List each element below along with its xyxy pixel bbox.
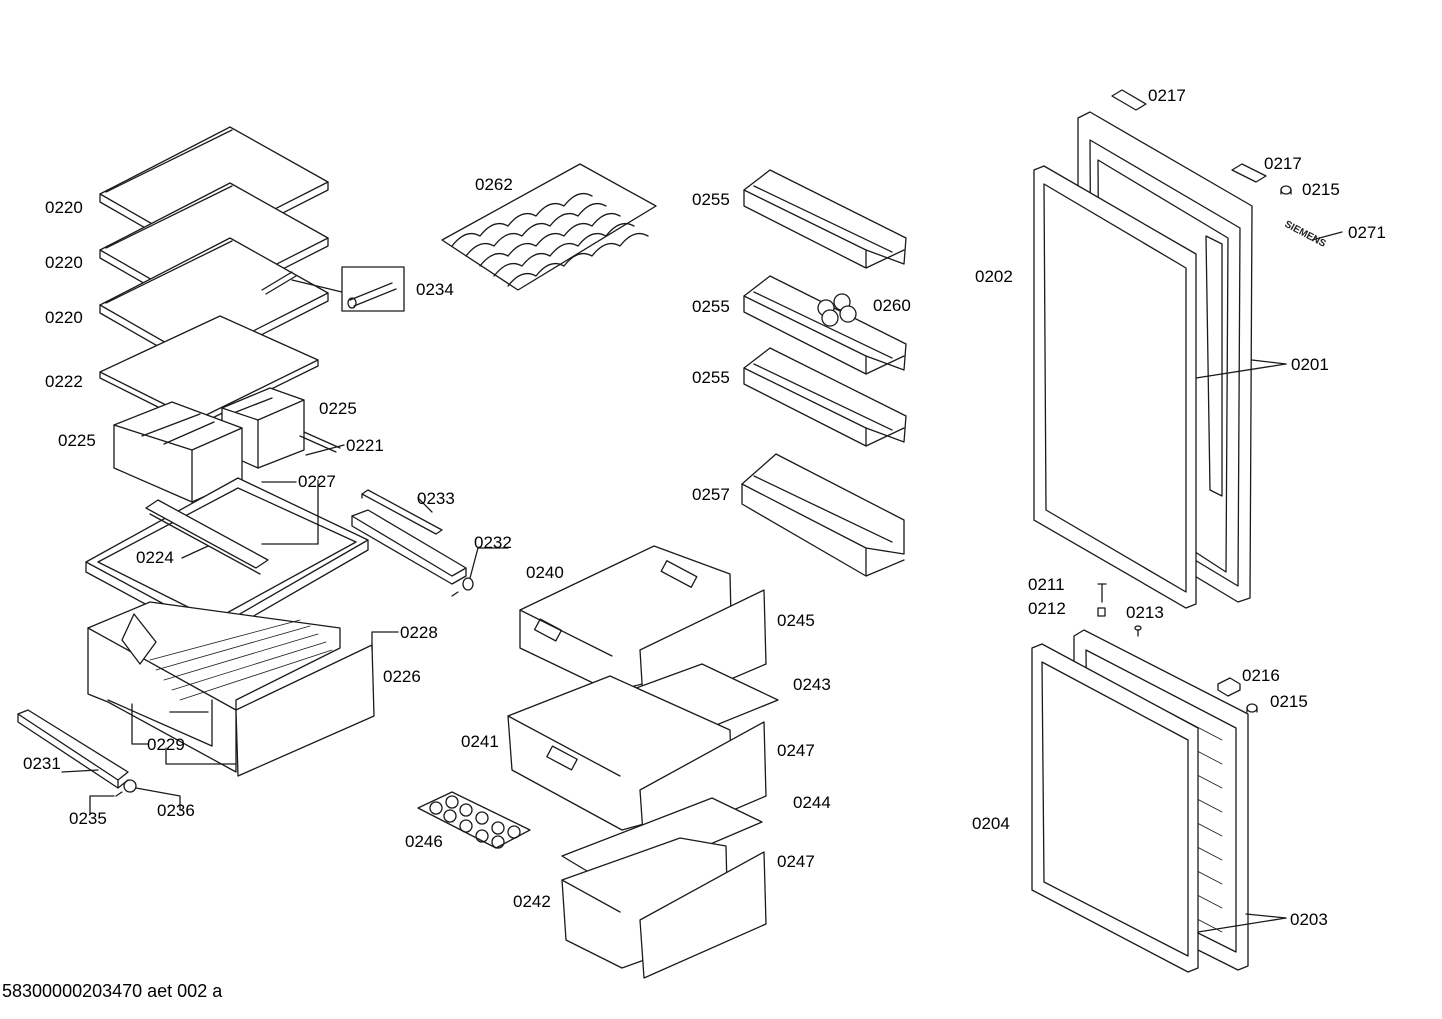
wine-rack-0262 [441, 163, 657, 291]
door-shelf-0255-c [743, 347, 907, 447]
callout-0247-lower: 0247 [777, 852, 815, 871]
callout-0227: 0227 [298, 472, 336, 491]
callout-0220-third: 0220 [45, 308, 83, 327]
callout-0262: 0262 [475, 175, 513, 194]
callout-0255-top: 0255 [692, 190, 730, 209]
callout-0235: 0235 [69, 809, 107, 828]
callout-0243: 0243 [793, 675, 831, 694]
gasket-0202 [1033, 165, 1197, 609]
callout-0260: 0260 [873, 296, 911, 315]
callout-0225-left: 0225 [58, 431, 96, 450]
callout-0247-upper: 0247 [777, 741, 815, 760]
callout-0232: 0232 [474, 533, 512, 552]
callout-0217-second: 0217 [1264, 154, 1302, 173]
door-shelf-0257 [741, 453, 905, 577]
rail-0221 [299, 431, 341, 453]
bushing-0212 [1097, 607, 1106, 617]
hinge-pin-0211 [1097, 583, 1107, 603]
shelf-edge-profile-0234 [261, 266, 405, 312]
document-reference-number: 58300000203470 aet 002 a [2, 981, 223, 1001]
siemens-logo-0271: SIEMENS [1283, 219, 1328, 250]
ice-tray-0246 [417, 791, 531, 849]
callout-0216: 0216 [1242, 666, 1280, 685]
callout-0203: 0203 [1290, 910, 1328, 929]
egg-tray-0260 [817, 293, 857, 327]
gasket-0204 [1031, 643, 1199, 973]
callout-0215-lower: 0215 [1270, 692, 1308, 711]
callout-0211: 0211 [1028, 575, 1065, 594]
screw-0213 [1134, 625, 1142, 637]
callout-0231: 0231 [23, 754, 61, 773]
callout-0255-middle: 0255 [692, 297, 730, 316]
rail-0231 [17, 709, 137, 797]
hinge-cap-0215-top [1280, 185, 1292, 195]
crisper-0226 [87, 601, 375, 777]
callout-0215-top: 0215 [1302, 180, 1340, 199]
callout-0202: 0202 [975, 267, 1013, 286]
callout-0220-top: 0220 [45, 198, 83, 217]
callout-0228: 0228 [400, 623, 438, 642]
handle-caps-0217 [1111, 89, 1267, 183]
brand-mark: SIEMENS [1283, 219, 1328, 250]
callout-0241: 0241 [461, 732, 499, 751]
callout-0213: 0213 [1126, 603, 1164, 622]
callout-0236: 0236 [157, 801, 195, 820]
callout-0225-right: 0225 [319, 399, 357, 418]
callout-0257: 0257 [692, 485, 730, 504]
callout-0234: 0234 [416, 280, 454, 299]
hinge-cap-0215-lower [1246, 703, 1258, 713]
rail-0224 [145, 499, 269, 575]
hinge-cover-0216 [1217, 677, 1241, 697]
callout-0255-bottom: 0255 [692, 368, 730, 387]
cover-0233 [361, 489, 443, 535]
bin-0225-left [113, 401, 243, 503]
callout-0240: 0240 [526, 563, 564, 582]
guide-0232 [351, 509, 474, 597]
callout-0244: 0244 [793, 793, 831, 812]
callout-0204: 0204 [972, 814, 1010, 833]
freezer-drawer-0242 [561, 837, 767, 979]
callout-0226: 0226 [383, 667, 421, 686]
door-shelf-0255-a [743, 169, 907, 269]
leader-lines [61, 231, 1343, 933]
callout-0220-second: 0220 [45, 253, 83, 272]
callout-0245: 0245 [777, 611, 815, 630]
callout-0271: 0271 [1348, 223, 1386, 242]
callout-0224: 0224 [136, 548, 174, 567]
callout-0229: 0229 [147, 735, 185, 754]
callout-0222: 0222 [45, 372, 83, 391]
callout-0201: 0201 [1291, 355, 1329, 374]
callout-0217-top: 0217 [1148, 86, 1186, 105]
callout-0233: 0233 [417, 489, 455, 508]
callout-0212: 0212 [1028, 599, 1066, 618]
callout-0246: 0246 [405, 832, 443, 851]
callout-0242: 0242 [513, 892, 551, 911]
callout-0221: 0221 [346, 436, 384, 455]
